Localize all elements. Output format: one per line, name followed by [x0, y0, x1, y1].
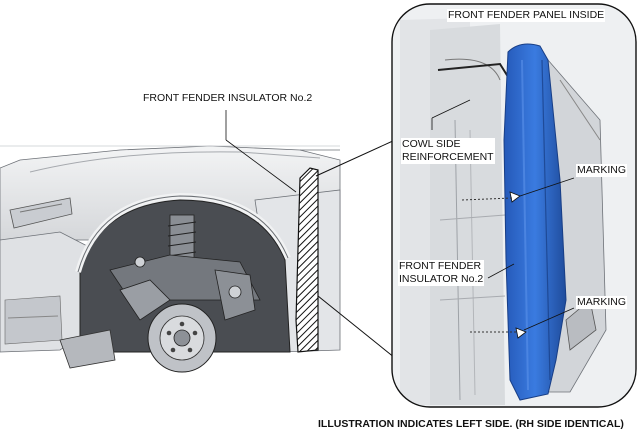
car-front-illustration	[0, 145, 341, 373]
inset-connector-upper	[315, 139, 396, 177]
label-marking-upper: MARKING	[576, 164, 628, 177]
inset-connector-lower	[317, 295, 396, 359]
label-cowl-side-reinforcement: COWL SIDE REINFORCEMENT	[401, 138, 495, 164]
label-marking-lower: MARKING	[576, 296, 628, 309]
illustration-caption: ILLUSTRATION INDICATES LEFT SIDE. (RH SI…	[318, 418, 624, 430]
inset-frame	[391, 3, 637, 408]
marking-leader-lower	[523, 307, 575, 331]
label-front-fender-insulator-inset: FRONT FENDER INSULATOR No.2	[398, 260, 485, 286]
hatched-insulator-outline	[295, 167, 319, 353]
blue-insulator-shape	[503, 43, 567, 401]
marking-triangle-lower	[515, 327, 527, 339]
inset-detail	[392, 4, 636, 407]
label-inset-title: FRONT FENDER PANEL INSIDE	[447, 9, 606, 22]
brake-disc	[147, 303, 217, 373]
dotted-ref-upper	[461, 197, 513, 201]
suspension-assembly	[109, 214, 261, 321]
marking-triangle-upper	[509, 191, 521, 203]
marking-leader-upper	[519, 177, 575, 197]
inset-insulator-leader	[487, 263, 515, 279]
label-front-fender-insulator-main: FRONT FENDER INSULATOR No.2	[143, 92, 313, 104]
